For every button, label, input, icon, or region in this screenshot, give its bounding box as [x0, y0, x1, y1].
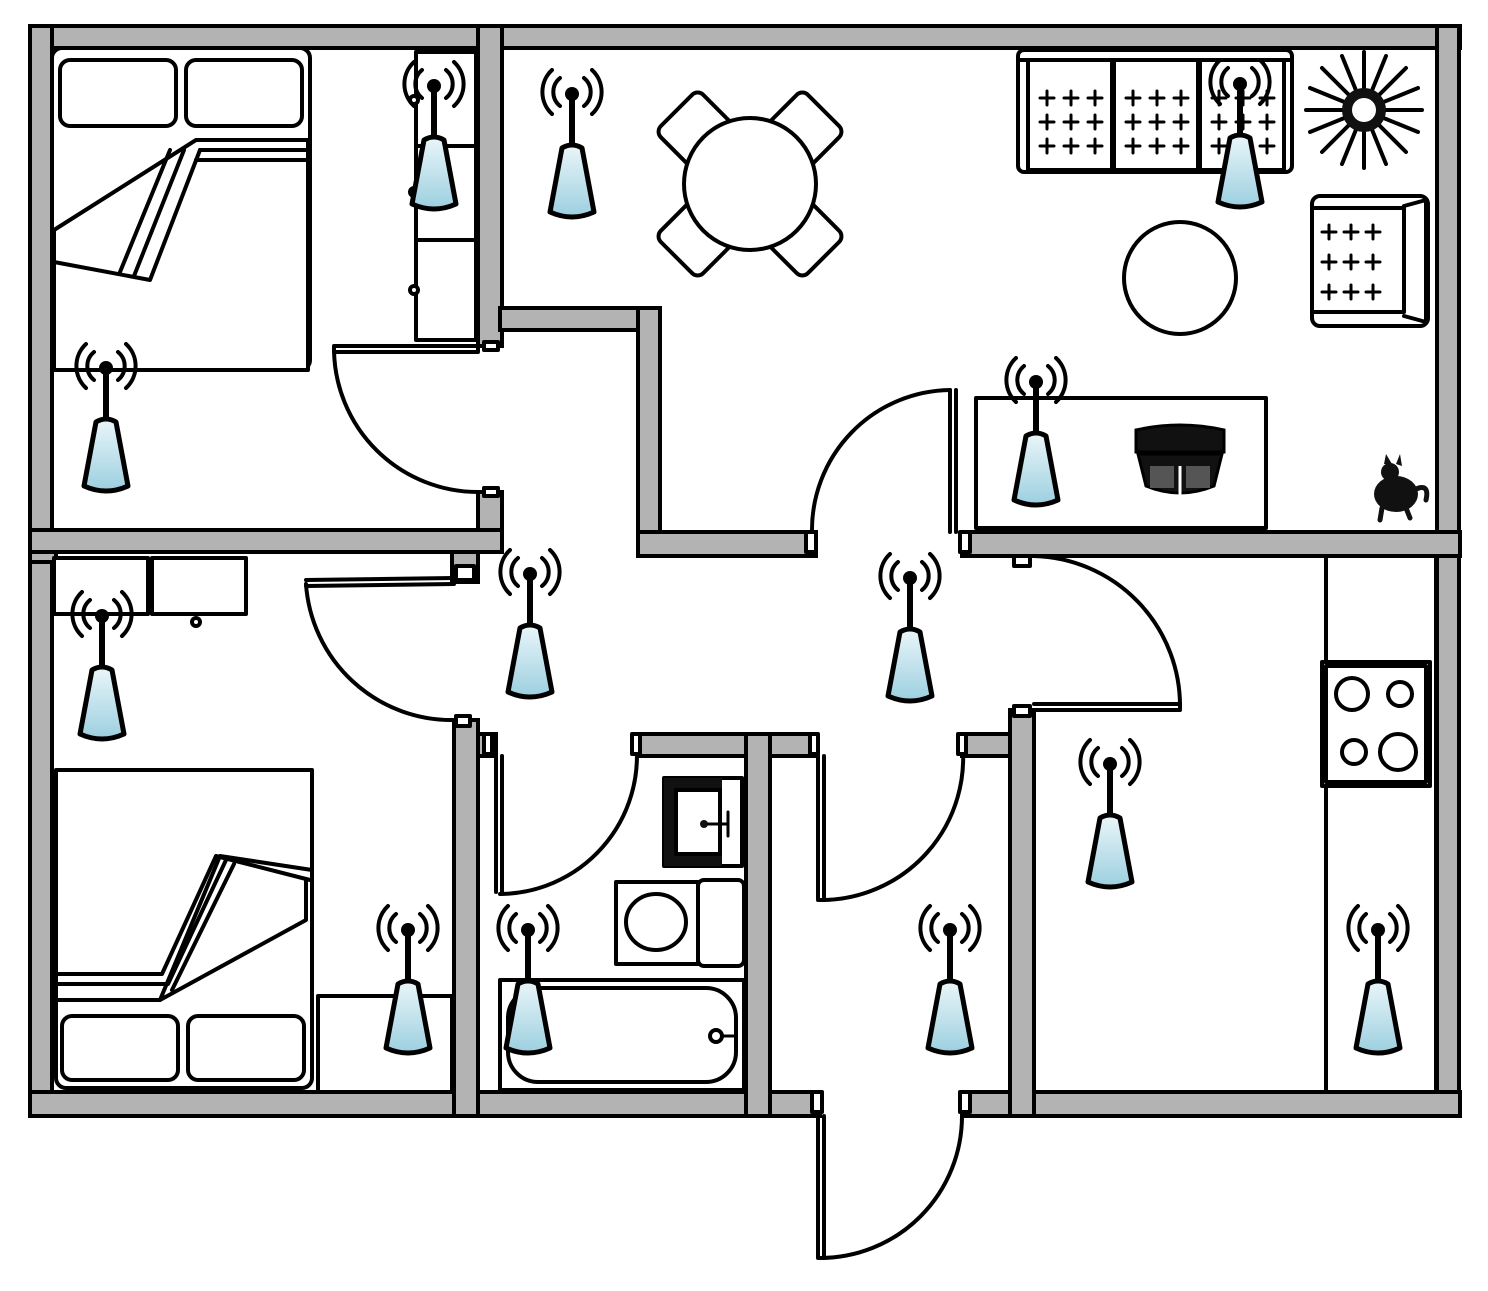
- outer-wall-bottom-right: [960, 1090, 1462, 1118]
- door-bedroom-2[interactable]: [304, 564, 476, 728]
- blanket: [52, 138, 310, 372]
- door-bedroom-1[interactable]: [332, 340, 500, 498]
- outer-wall-left: [28, 24, 54, 1118]
- wifi-access-point-icon[interactable]: [880, 554, 939, 701]
- wifi-access-point-icon[interactable]: [378, 906, 437, 1053]
- wall-living-notch-vert: [636, 306, 662, 558]
- door-entry[interactable]: [810, 1090, 972, 1260]
- pillow: [60, 1014, 180, 1082]
- dining-table: [682, 116, 818, 252]
- wifi-access-point-icon[interactable]: [500, 550, 559, 697]
- wall-bedroom1-bottom: [28, 528, 504, 554]
- bedroom-1: [50, 46, 478, 372]
- burner: [1378, 732, 1418, 772]
- bed-2: [54, 768, 314, 1090]
- outer-wall-top: [28, 24, 1462, 50]
- wall-bedroom2-right: [452, 718, 480, 1118]
- closet-bedroom-2: [52, 556, 248, 628]
- doors: [304, 340, 1183, 1260]
- cat-icon: [1374, 454, 1430, 523]
- outer-wall-right: [1435, 24, 1461, 1118]
- door-bathroom[interactable]: [482, 732, 642, 896]
- wall-kitchen-left: [1008, 708, 1036, 1118]
- wall-living-bottom-right: [960, 530, 1462, 558]
- wifi-access-point-icon[interactable]: [920, 906, 979, 1053]
- pillow: [184, 58, 304, 128]
- coffee-table: [1122, 220, 1238, 336]
- tv-icon: [1134, 423, 1226, 496]
- outer-wall-bottom-left: [28, 1090, 822, 1118]
- burner: [1386, 680, 1414, 708]
- wall-living-bottom-left: [636, 530, 818, 558]
- sofa-pattern: [1038, 89, 1276, 155]
- toilet: [614, 878, 746, 968]
- stove: [1320, 660, 1432, 788]
- dining-set: [656, 90, 844, 278]
- living-room: [656, 48, 1430, 530]
- wall-kitchen-left-stub: [960, 732, 1012, 758]
- bed-1: [50, 46, 312, 372]
- pillow: [58, 58, 178, 128]
- door-living-room[interactable]: [804, 388, 972, 554]
- burner: [1340, 738, 1368, 766]
- burner: [1334, 676, 1370, 712]
- kitchen: [1320, 554, 1438, 1094]
- sink: [662, 776, 744, 868]
- door-kitchen[interactable]: [1012, 554, 1183, 718]
- pillow: [186, 1014, 306, 1082]
- wifi-access-point-icon[interactable]: [542, 70, 601, 217]
- wall-bathroom-right: [744, 732, 772, 1118]
- wifi-access-point-icon[interactable]: [1080, 740, 1139, 887]
- armchair: [1310, 194, 1430, 328]
- door-hall-closet[interactable]: [808, 732, 968, 903]
- wall-bedroom1-right: [476, 24, 504, 348]
- potted-plant-icon: [1304, 50, 1424, 170]
